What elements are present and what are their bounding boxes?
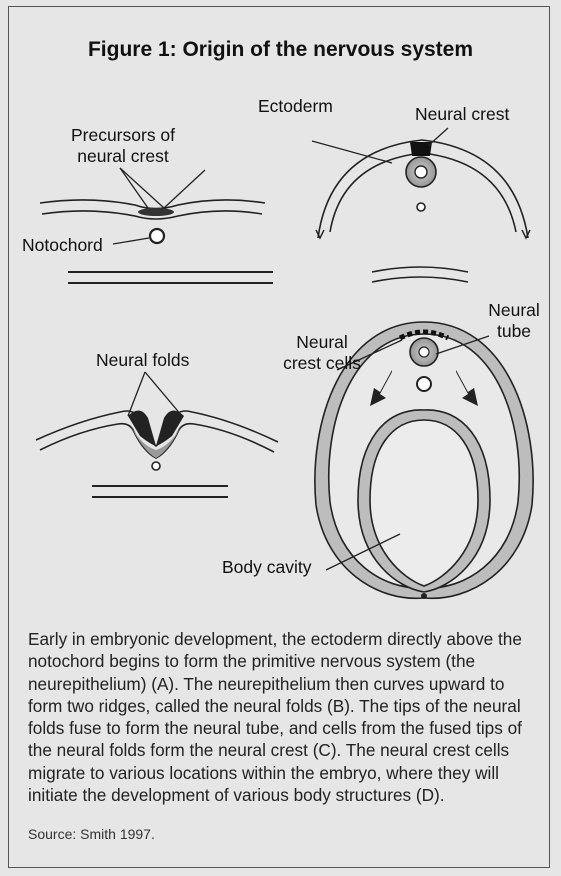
label-notochord: Notochord (22, 235, 103, 256)
label-body-cavity: Body cavity (222, 557, 311, 578)
label-ectoderm: Ectoderm (258, 96, 333, 117)
panel-a (40, 168, 273, 283)
neural-crest-shape (410, 142, 432, 156)
label-neural-crest: Neural crest (415, 104, 509, 125)
label-neural-folds: Neural folds (96, 350, 189, 371)
label-precursors: Precursors of neural crest (58, 125, 188, 167)
label-neural-tube: Neural tube (486, 300, 542, 342)
panel-b (36, 372, 278, 497)
figure-caption: Early in embryonic development, the ecto… (28, 628, 538, 806)
figure-source: Source: Smith 1997. (28, 826, 155, 842)
panel-c (312, 128, 530, 282)
notochord-shape (150, 229, 164, 243)
label-neural-crest-cells: Neural crest cells (282, 332, 362, 374)
precursor-shape (138, 208, 174, 216)
